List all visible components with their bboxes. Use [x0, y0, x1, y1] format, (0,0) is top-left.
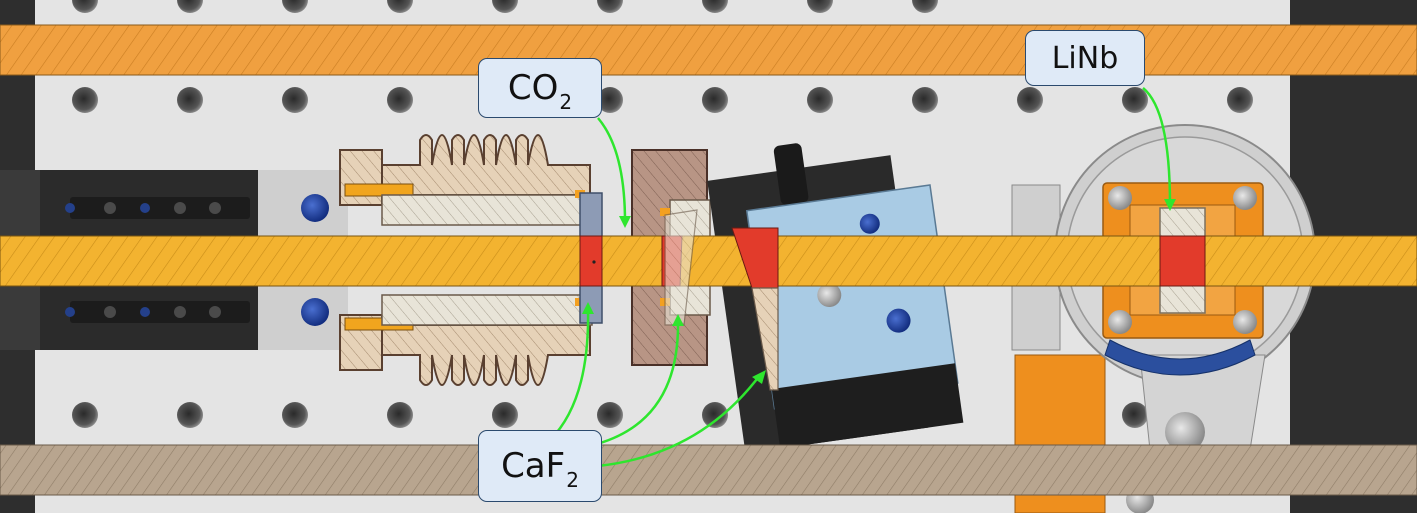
mounting-hole	[72, 402, 98, 428]
mounting-hole	[702, 87, 728, 113]
mounting-hole	[387, 0, 413, 13]
mounting-hole	[492, 0, 518, 13]
arrow-co2	[597, 117, 627, 223]
gas-cell	[339, 133, 711, 387]
mounting-hole	[807, 0, 833, 13]
label-co2-main: CO	[507, 68, 559, 108]
beam-optics	[579, 209, 1206, 391]
label-linb-main: LiNb	[1051, 40, 1119, 76]
mounting-hole	[1017, 87, 1043, 113]
mounting-hole	[177, 402, 203, 428]
label-caf2-main: CaF	[501, 446, 566, 486]
mounting-hole	[387, 87, 413, 113]
mounting-hole	[177, 0, 203, 13]
top-rail	[0, 24, 1417, 76]
mounting-hole	[492, 402, 518, 428]
mounting-hole	[282, 0, 308, 13]
mounting-hole	[597, 87, 623, 113]
mounting-hole	[912, 87, 938, 113]
mounting-hole	[1122, 402, 1148, 428]
mounting-hole	[912, 0, 938, 13]
mounting-hole	[597, 402, 623, 428]
mounting-hole	[72, 0, 98, 13]
blue-screws	[301, 194, 329, 326]
arrow-caf2-wedge	[597, 374, 761, 468]
arrow-heads	[582, 199, 1176, 384]
mounting-hole	[177, 87, 203, 113]
mounting-hole	[282, 402, 308, 428]
mounting-hole	[387, 402, 413, 428]
mounting-hole	[702, 402, 728, 428]
mounting-hole	[72, 87, 98, 113]
mounting-hole	[597, 0, 623, 13]
mounting-hole	[702, 0, 728, 13]
arrows	[549, 87, 1172, 468]
mounting-hole	[282, 87, 308, 113]
bottom-rail	[0, 444, 1417, 496]
label-co2-sub: 2	[559, 90, 573, 114]
mounting-hole	[1122, 87, 1148, 113]
arrow-linb	[1142, 87, 1172, 206]
label-caf2-sub: 2	[566, 468, 579, 492]
label-linb: LiNb	[1025, 30, 1145, 86]
mounting-hole	[807, 87, 833, 113]
arrow-caf2-prism	[596, 319, 680, 446]
rotation-mount	[1011, 124, 1316, 513]
mounting-hole	[1227, 87, 1253, 113]
